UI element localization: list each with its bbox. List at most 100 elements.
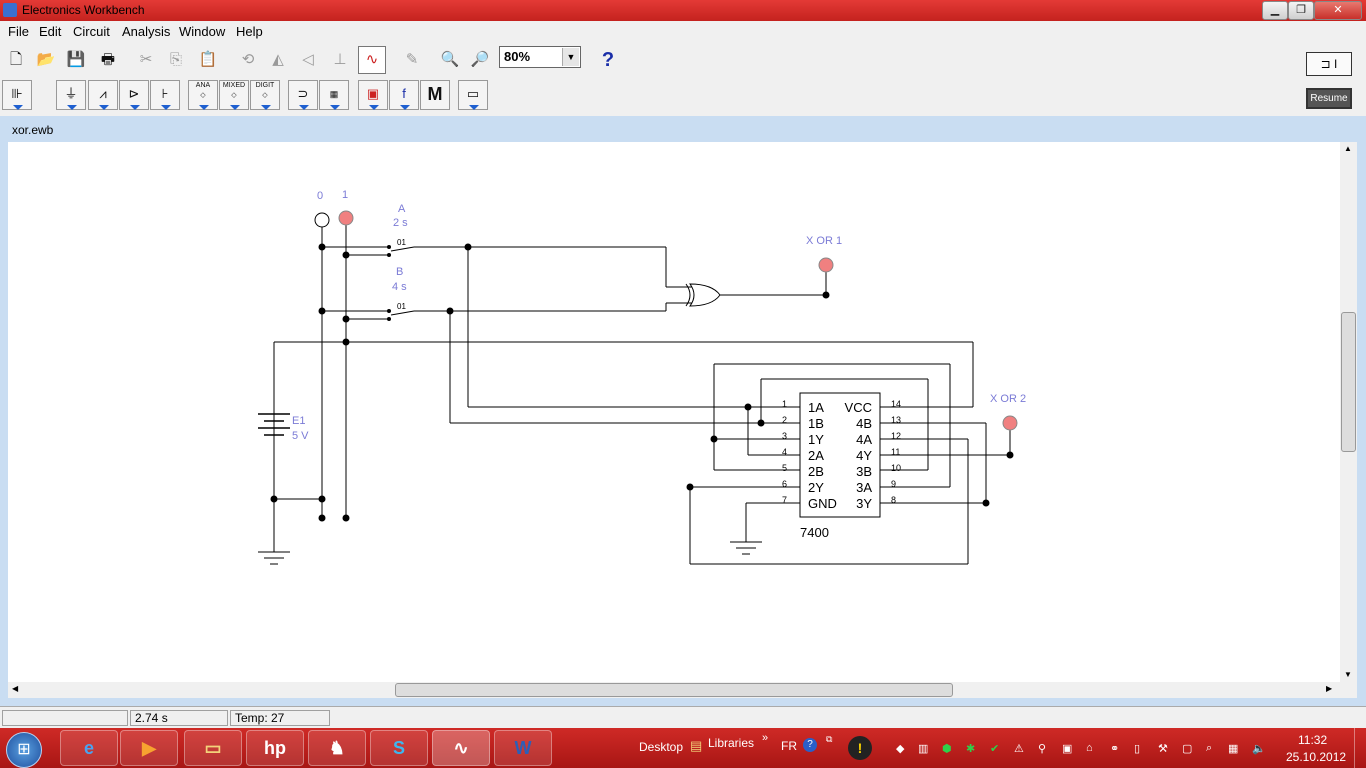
vertical-scrollbar[interactable]: ▲ ▼ [1340, 142, 1357, 698]
component-properties-icon[interactable]: ⊥ [333, 51, 347, 68]
create-subcircuit-icon[interactable]: ✎ [405, 51, 419, 68]
restore-button[interactable]: ❐ [1288, 1, 1314, 20]
electronics-workbench-task-icon[interactable]: ∿ [432, 730, 490, 766]
indicators-bin-icon[interactable]: ▣ [358, 80, 388, 110]
menu-file[interactable]: File [8, 24, 29, 39]
tray-antivirus-icon[interactable]: ⚠ [1014, 743, 1024, 755]
main-toolbar: 🗋 📂 💾 🖶 ✂ ⎘ 📋 ⟲ ◭ ◁ ⊥ ∿ ✎ 🔍 🔎 ? ⊐ I [0, 44, 1366, 78]
power-switch-icon[interactable]: ⊐ I [1306, 52, 1352, 76]
start-button[interactable]: ⊞ [6, 732, 42, 768]
miscellaneous-bin-icon[interactable]: M [420, 80, 450, 110]
tray-red-icon[interactable]: ◆ [896, 743, 905, 755]
chevron-more-icon[interactable]: » [762, 732, 769, 744]
tray-phone-icon[interactable]: ▯ [1134, 743, 1141, 755]
internet-explorer-icon[interactable]: e [60, 730, 118, 766]
media-player-icon[interactable]: ▶ [120, 730, 178, 766]
resume-button[interactable]: Resume [1306, 88, 1352, 109]
xor2-label: X OR 2 [990, 393, 1026, 405]
desktop-toolbar-label[interactable]: Desktop [639, 740, 684, 754]
minimize-button[interactable]: ▁ [1262, 1, 1288, 20]
diodes-bin-icon[interactable]: ⊳ [119, 80, 149, 110]
zoom-in-icon[interactable]: 🔎 [470, 51, 490, 68]
chevron-down-icon[interactable]: ▼ [562, 48, 579, 66]
language-options-icon[interactable]: ⧉ [826, 734, 833, 744]
tray-wireless-icon[interactable]: ⚲ [1038, 743, 1047, 755]
tray-gear-icon[interactable]: ✱ [966, 743, 976, 755]
cut-icon[interactable]: ✂ [139, 51, 153, 68]
menu-analysis[interactable]: Analysis [122, 24, 171, 39]
open-folder-icon[interactable]: 📂 [36, 51, 56, 68]
skype-icon[interactable]: S [370, 730, 428, 766]
xor1-label: X OR 1 [806, 235, 842, 247]
flip-vertical-icon[interactable]: ◁ [302, 51, 314, 68]
clock-date[interactable]: 25.10.2012 [1286, 750, 1347, 764]
flip-horizontal-icon[interactable]: ◭ [272, 51, 284, 68]
digital-ics-bin-icon[interactable]: DIGIT◇ [250, 80, 280, 110]
word-icon[interactable]: W [494, 730, 552, 766]
volume-icon[interactable]: 🔈 [1252, 743, 1266, 755]
probe-xor2[interactable] [1002, 415, 1018, 431]
language-indicator[interactable]: FR [781, 739, 797, 753]
indicator-1[interactable] [338, 210, 354, 226]
scroll-right-icon[interactable]: ▶ [1326, 684, 1333, 693]
tray-search-icon[interactable]: ⌕ [1206, 742, 1213, 754]
rotate-icon[interactable]: ⟲ [241, 51, 255, 68]
zoom-out-icon[interactable]: 🔍 [440, 51, 460, 68]
tray-tools-icon[interactable]: ⚒ [1158, 743, 1168, 755]
menu-edit[interactable]: Edit [39, 24, 62, 39]
mixed-ics-bin-icon[interactable]: MIXED◇ [219, 80, 249, 110]
controls-bin-icon[interactable]: f [389, 80, 419, 110]
circuit-canvas[interactable]: 0 1 A 2 s B 4 s E1 5 V X OR 1 X OR 2 01 … [8, 142, 1340, 698]
basic-bin-icon[interactable]: ⩘ [88, 80, 118, 110]
scroll-down-icon[interactable]: ▼ [1344, 670, 1352, 679]
copy-icon[interactable]: ⎘ [169, 51, 182, 68]
language-help-icon[interactable]: ? [803, 738, 817, 752]
vertical-scroll-thumb[interactable] [1341, 312, 1356, 452]
digital-bin-icon[interactable]: ▦ [319, 80, 349, 110]
zoom-select[interactable]: 80% ▼ [499, 46, 581, 68]
favorites-bin-icon[interactable]: ⊪ [2, 80, 32, 110]
libraries-toolbar-label[interactable]: Libraries [708, 736, 755, 750]
logic-gates-bin-icon[interactable]: ⊃ [288, 80, 318, 110]
tray-monitor-icon[interactable]: ▣ [1062, 743, 1073, 755]
new-file-icon[interactable]: 🗋 [9, 51, 23, 68]
print-icon[interactable]: 🖶 [100, 51, 116, 68]
menu-help[interactable]: Help [236, 24, 263, 39]
chip-pin-number: 4 [782, 447, 787, 457]
help-button[interactable]: ? [601, 49, 615, 71]
scroll-up-icon[interactable]: ▲ [1344, 144, 1352, 153]
chip-pin-number: 3 [782, 431, 787, 441]
status-bar: 2.74 s Temp: 27 [0, 706, 1366, 729]
graph-icon[interactable]: ∿ [358, 46, 386, 74]
simulation-time: 2.74 s [130, 710, 228, 726]
chess-icon[interactable]: ♞ [308, 730, 366, 766]
horizontal-scrollbar[interactable]: ◀ ▶ [8, 682, 1340, 698]
probe-xor1[interactable] [818, 257, 834, 273]
scroll-left-icon[interactable]: ◀ [12, 684, 19, 693]
sources-bin-icon[interactable]: ⏚ [56, 80, 86, 110]
menu-circuit[interactable]: Circuit [73, 24, 110, 39]
save-icon[interactable]: 💾 [66, 51, 86, 68]
tray-network-icon[interactable]: ▥ [918, 743, 929, 755]
tray-usb-icon[interactable]: ⚭ [1110, 743, 1120, 755]
clock-time[interactable]: 11:32 [1298, 733, 1328, 747]
file-explorer-icon[interactable]: ▭ [184, 730, 242, 766]
tray-connection-icon[interactable]: ▦ [1228, 743, 1239, 755]
analog-ics-bin-icon[interactable]: ANA◇ [188, 80, 218, 110]
indicator-0[interactable] [314, 212, 330, 228]
ic-7400[interactable] [799, 392, 881, 518]
tray-check-icon[interactable]: ✔ [990, 743, 1000, 755]
instruments-bin-icon[interactable]: ▭ [458, 80, 488, 110]
tray-shield-icon[interactable]: ⬢ [942, 743, 952, 755]
transistors-bin-icon[interactable]: ⊦ [150, 80, 180, 110]
paste-icon[interactable]: 📋 [198, 51, 218, 68]
tray-device-icon[interactable]: ⌂ [1086, 742, 1093, 754]
ana-label: ANA [195, 82, 211, 89]
close-button[interactable]: ✕ [1314, 1, 1362, 20]
menu-window[interactable]: Window [179, 24, 226, 39]
hp-icon[interactable]: hp [246, 730, 304, 766]
tray-display-icon[interactable]: ▢ [1182, 743, 1193, 755]
action-center-icon[interactable]: ! [848, 736, 872, 760]
horizontal-scroll-thumb[interactable] [395, 683, 953, 697]
show-desktop-button[interactable] [1354, 728, 1366, 768]
